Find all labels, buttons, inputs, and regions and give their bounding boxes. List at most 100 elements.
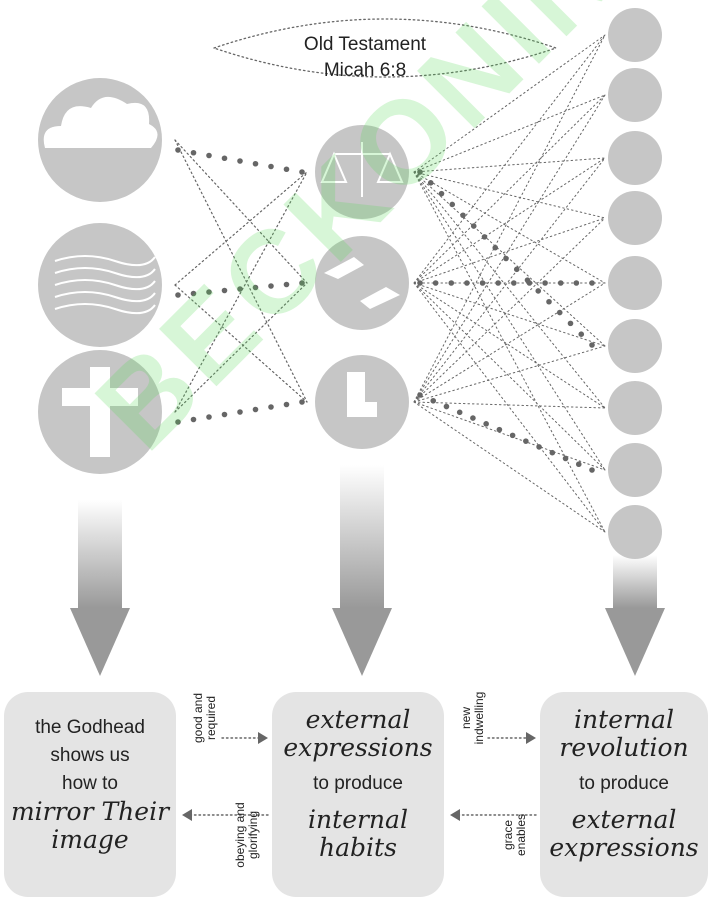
connector-dot <box>175 419 181 425</box>
connector-dot <box>206 289 212 295</box>
connector-dot <box>549 449 556 456</box>
connector-dot <box>206 152 212 159</box>
connector-line <box>413 94 606 173</box>
big-arrow-head <box>332 608 392 676</box>
connector-dot <box>175 292 181 298</box>
connector-dot <box>283 281 290 288</box>
connector-dot <box>449 201 456 208</box>
connector-dot <box>448 280 455 286</box>
connector-line <box>413 217 606 284</box>
connector-dot <box>252 284 259 291</box>
connector-dot <box>483 421 489 427</box>
flow-arrow-head <box>526 732 536 744</box>
internal-revolution-box: internal revolution to produce external … <box>540 692 708 897</box>
connector-line <box>413 34 606 403</box>
connector-line <box>413 94 606 284</box>
connector-line <box>174 284 308 403</box>
title-line-2: Micah 6:8 <box>323 60 407 81</box>
connector-dot <box>417 169 423 175</box>
big-arrow-shaft <box>613 555 657 608</box>
connector-dot <box>221 155 228 162</box>
connector-line <box>413 171 606 219</box>
big-arrow-head <box>70 608 130 676</box>
connector-dot <box>535 288 542 294</box>
connector-line <box>413 171 606 409</box>
cross-icon <box>38 350 162 474</box>
web-icon <box>608 191 662 245</box>
connector-dot <box>460 212 466 219</box>
connector-dot <box>299 399 305 405</box>
connector-dot <box>578 331 585 337</box>
obeying-glorifying-label: obeying and glorifying <box>233 795 260 875</box>
connector-dot <box>526 280 533 286</box>
connector-line <box>413 34 606 284</box>
connector-dot <box>268 283 274 289</box>
connector-dot <box>567 320 574 327</box>
flow-arrow-head <box>450 809 460 821</box>
godhead-box: the Godhead shows us how to mirror Their… <box>4 692 176 897</box>
middle-plain: to produce <box>313 773 403 794</box>
middle-script-3: internal <box>308 805 408 834</box>
connector-dot <box>456 409 463 416</box>
connector-dot <box>237 286 243 292</box>
testament-title: Old Testament Micah 6:8 <box>270 32 460 84</box>
godhead-line-2: shows us <box>50 745 130 766</box>
connector-dot <box>470 415 476 421</box>
connector-line <box>413 282 606 409</box>
connector-dot <box>283 166 290 173</box>
connector-dot <box>283 401 290 408</box>
connector-dot <box>562 455 569 462</box>
kneeling-icon <box>315 355 409 449</box>
connector-dot <box>221 411 228 418</box>
flow-arrow-head <box>182 809 192 821</box>
connector-dot <box>299 169 305 175</box>
big-arrow-head <box>605 608 665 676</box>
right-plain: to produce <box>579 773 669 794</box>
connector-dot <box>523 438 529 444</box>
new-indwelling-line-2: indwelling <box>472 691 486 745</box>
connector-line <box>413 34 606 173</box>
connector-dot <box>513 266 520 273</box>
grace-enables-label: grace enables <box>501 795 528 875</box>
connector-dot <box>589 280 595 286</box>
big-arrow-shaft <box>340 465 384 608</box>
connector-line <box>413 171 606 471</box>
flow-arrow-head <box>258 732 268 744</box>
right-script-3: external <box>571 805 677 834</box>
connector-dot <box>430 397 437 404</box>
right-script-1: internal <box>574 705 674 734</box>
connector-dot <box>589 342 595 348</box>
middle-script-2: expressions <box>283 733 433 762</box>
connector-dot <box>417 392 423 398</box>
connector-dot <box>546 298 552 305</box>
connector-line <box>174 282 308 413</box>
connector-dot <box>589 467 595 473</box>
connector-line <box>413 171 606 284</box>
connector-line <box>413 157 606 284</box>
bow-icon <box>608 443 662 497</box>
connector-dot <box>237 158 243 164</box>
connector-dot <box>221 287 228 294</box>
godhead-script-2: image <box>51 825 129 854</box>
connector-line <box>413 282 606 347</box>
connector-dot <box>268 404 274 410</box>
connector-dot <box>299 280 305 286</box>
good-required-line-2: required <box>204 695 218 741</box>
godhead-line-1: the Godhead <box>35 717 145 738</box>
connector-line <box>413 401 606 533</box>
external-expressions-box: external expressions to produce internal… <box>272 692 444 897</box>
connector-dot <box>556 309 563 316</box>
connector-dot <box>417 280 423 286</box>
olive-branch-icon <box>608 131 662 185</box>
title-lens <box>211 18 559 78</box>
connector-line <box>413 401 606 471</box>
connector-dot <box>190 149 197 156</box>
shield-cross-icon <box>608 381 662 435</box>
connector-line <box>413 282 606 471</box>
obeying-glorifying-line-2: glorifying <box>246 810 260 860</box>
connector-dot <box>464 280 470 286</box>
connector-dot <box>268 163 274 170</box>
godhead-line-3: how to <box>62 773 118 794</box>
